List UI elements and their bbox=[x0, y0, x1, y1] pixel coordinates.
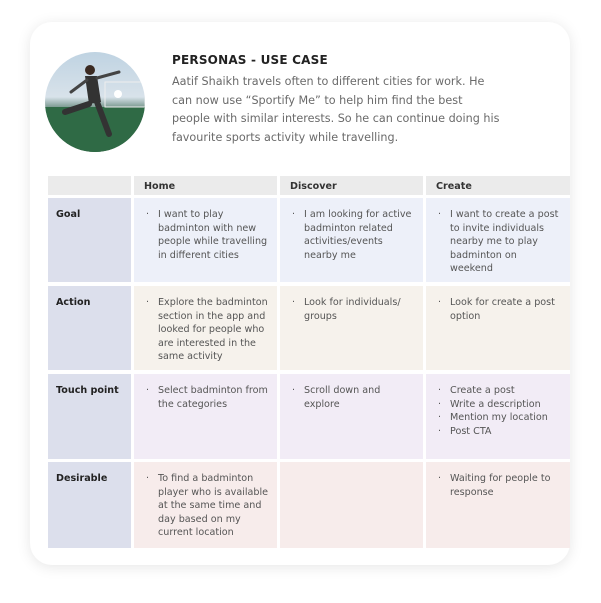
column-header-home: Home bbox=[134, 176, 277, 195]
bullet-list: Look for create a post option bbox=[436, 296, 562, 323]
avatar bbox=[45, 52, 145, 152]
bullet-list: I am looking for active badminton relate… bbox=[290, 208, 415, 262]
list-item: Select badminton from the categories bbox=[144, 384, 269, 411]
table-cell: Select badminton from the categories bbox=[134, 374, 277, 459]
list-item: To find a badminton player who is availa… bbox=[144, 472, 269, 540]
bullet-list: Scroll down and explore bbox=[290, 384, 415, 411]
row-label: Goal bbox=[48, 198, 131, 282]
bullet-list: Look for individuals/ groups bbox=[290, 296, 415, 323]
list-item: Write a description bbox=[436, 398, 562, 412]
table-cell: Look for individuals/ groups bbox=[280, 286, 423, 370]
table-cell: Waiting for people to response bbox=[426, 462, 570, 548]
column-header-create: Create bbox=[426, 176, 570, 195]
table-cell: Explore the badminton section in the app… bbox=[134, 286, 277, 370]
table-cell: I want to create a post to invite indivi… bbox=[426, 198, 570, 282]
list-item: Look for create a post option bbox=[436, 296, 562, 323]
list-item: Look for individuals/ groups bbox=[290, 296, 415, 323]
football-player-image bbox=[45, 65, 145, 152]
persona-description: Aatif Shaikh travels often to different … bbox=[172, 75, 500, 144]
list-item: Mention my location bbox=[436, 411, 562, 425]
list-item: I am looking for active badminton relate… bbox=[290, 208, 415, 262]
table-cell: I am looking for active badminton relate… bbox=[280, 198, 423, 282]
list-item: Explore the badminton section in the app… bbox=[144, 296, 269, 364]
table-cell: I want to play badminton with new people… bbox=[134, 198, 277, 282]
row-label: Desirable bbox=[48, 462, 131, 548]
row-label: Touch point bbox=[48, 374, 131, 459]
table-cell: Scroll down and explore bbox=[280, 374, 423, 459]
bullet-list: I want to play badminton with new people… bbox=[144, 208, 269, 262]
table-cell: Create a postWrite a descriptionMention … bbox=[426, 374, 570, 459]
table-cell: Look for create a post option bbox=[426, 286, 570, 370]
column-header-discover: Discover bbox=[280, 176, 423, 195]
header-corner bbox=[48, 176, 131, 195]
bullet-list: I want to create a post to invite indivi… bbox=[436, 208, 562, 276]
page-title: PERSONAS - USE CASE bbox=[172, 53, 328, 67]
list-item: Post CTA bbox=[436, 425, 562, 439]
list-item: Scroll down and explore bbox=[290, 384, 415, 411]
list-item: Waiting for people to response bbox=[436, 472, 562, 499]
list-item: Create a post bbox=[436, 384, 562, 398]
bullet-list: Select badminton from the categories bbox=[144, 384, 269, 411]
list-item: I want to play badminton with new people… bbox=[144, 208, 269, 262]
table-cell bbox=[280, 462, 423, 548]
table-cell: To find a badminton player who is availa… bbox=[134, 462, 277, 548]
bullet-list: Waiting for people to response bbox=[436, 472, 562, 499]
bullet-list: To find a badminton player who is availa… bbox=[144, 472, 269, 540]
bullet-list: Explore the badminton section in the app… bbox=[144, 296, 269, 364]
bullet-list: Create a postWrite a descriptionMention … bbox=[436, 384, 562, 438]
list-item: I want to create a post to invite indivi… bbox=[436, 208, 562, 276]
row-label: Action bbox=[48, 286, 131, 370]
